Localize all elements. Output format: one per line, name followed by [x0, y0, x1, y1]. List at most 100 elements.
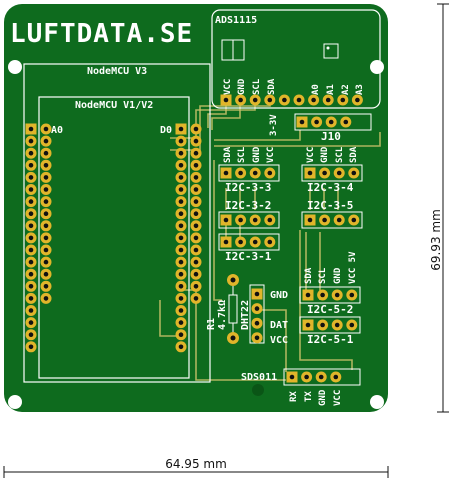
drill-hole [193, 296, 199, 301]
ads-pin-vcc: VCC [223, 79, 233, 95]
dimension-width-label: 64.95 mm [165, 457, 227, 471]
drill-hole [223, 239, 229, 245]
i2c-3-4-pads [304, 167, 360, 179]
j10-outline [294, 113, 372, 131]
drill-hole [178, 344, 184, 350]
drill-hole [314, 119, 319, 125]
ads-pin-scl: SCL [252, 78, 262, 95]
ads-pin-a1: A1 [326, 84, 336, 95]
drill-hole [349, 292, 355, 298]
drill-hole [223, 217, 229, 223]
drill-hole [334, 322, 340, 328]
drill-hole [28, 332, 34, 338]
drill-hole [305, 322, 311, 328]
drill-hole [178, 320, 184, 325]
drill-hole [296, 97, 302, 103]
board-title: LUFTDATA.SE [10, 19, 193, 49]
sds011-label: SDS011 [241, 372, 277, 383]
drill-hole [193, 163, 199, 168]
drill-hole [267, 239, 273, 245]
drill-hole [43, 271, 49, 277]
i2c-3-5-pads [304, 214, 360, 226]
drill-hole [334, 292, 340, 298]
nodemcu-v3-label: NodeMCU V3 [87, 66, 147, 77]
sds011-hole [252, 384, 264, 396]
i2c-5-pin-gnd: GND [333, 267, 343, 284]
drill-hole [322, 217, 327, 223]
drill-hole [343, 119, 349, 125]
drill-hole [355, 97, 360, 103]
pin-label-d0: D0 [160, 125, 172, 136]
drill-hole [28, 296, 34, 301]
drill-hole [193, 126, 199, 132]
drill-hole [193, 175, 199, 180]
drill-hole [178, 271, 184, 277]
i2c-5-2-pads [302, 289, 358, 301]
drill-hole [223, 170, 229, 176]
i2c-3-2-pads [220, 214, 276, 226]
drill-hole [311, 97, 316, 103]
drill-hole [282, 97, 287, 103]
ads-pin-a0: A0 [311, 84, 321, 95]
i2c-5-pin-labels: SDA SCL GND VCC 5V [304, 251, 358, 284]
drill-hole [193, 223, 199, 229]
drill-hole [193, 259, 199, 265]
drill-hole [336, 217, 342, 223]
sds-pin-tx: TX [304, 391, 314, 402]
drill-hole [289, 374, 295, 380]
drill-hole [43, 199, 49, 204]
i2c-3-3-pin-labels: SDA SCL GND VCC [223, 146, 276, 163]
drill-hole [43, 211, 49, 216]
drill-hole [28, 308, 34, 313]
drill-hole [252, 217, 258, 223]
drill-hole [43, 126, 49, 132]
drill-hole [43, 175, 49, 180]
drill-hole [252, 239, 258, 245]
dht-pin-dat: DAT [270, 320, 288, 331]
drill-hole [193, 284, 199, 289]
i2c-3-1-label: I2C-3-1 [225, 250, 272, 263]
drill-hole [193, 138, 199, 144]
drill-hole [193, 235, 199, 241]
drill-hole [193, 271, 199, 277]
i2c-5-2-label: I2C-5-2 [307, 303, 353, 316]
drill-hole [193, 199, 199, 204]
drill-hole [193, 150, 199, 156]
mounting-hole-top-right [370, 60, 384, 74]
i2c-3-5-label: I2C-3-5 [307, 199, 353, 212]
sds-pin-vcc: VCC [333, 390, 343, 406]
drill-hole [333, 374, 339, 380]
drill-hole [336, 170, 342, 176]
dht-pin-vcc: VCC [270, 335, 288, 346]
i2c-3-3-pin-sda: SDA [223, 146, 233, 163]
drill-hole [307, 170, 313, 176]
drill-hole [28, 138, 34, 144]
j10-label: J10 [321, 130, 341, 143]
pcb-board [4, 4, 388, 412]
drill-hole [178, 163, 184, 168]
pin-label-a0: A0 [51, 125, 63, 136]
drill-hole [28, 235, 34, 241]
drill-hole [349, 322, 355, 328]
drill-hole [43, 138, 49, 144]
drill-hole [328, 119, 334, 125]
drill-hole [43, 163, 49, 168]
dimension-height-label: 69.93 mm [429, 209, 443, 271]
sds011-pads [286, 371, 342, 383]
ads1115-outline [211, 9, 381, 109]
drill-hole [304, 374, 309, 380]
drill-hole [267, 97, 273, 103]
drill-hole [254, 306, 260, 311]
drill-hole [340, 97, 346, 103]
drill-hole [28, 126, 34, 132]
drill-hole [267, 170, 273, 176]
i2c-3-1-pads [220, 236, 276, 248]
drill-hole [320, 322, 325, 328]
drill-hole [178, 211, 184, 216]
drill-hole [305, 292, 311, 298]
drill-hole [28, 344, 34, 350]
drill-hole [28, 163, 34, 168]
ads1115-pads [220, 94, 363, 106]
i2c-5-1-pads [302, 319, 358, 331]
dimension-width: 64.95 mm [3, 457, 389, 478]
